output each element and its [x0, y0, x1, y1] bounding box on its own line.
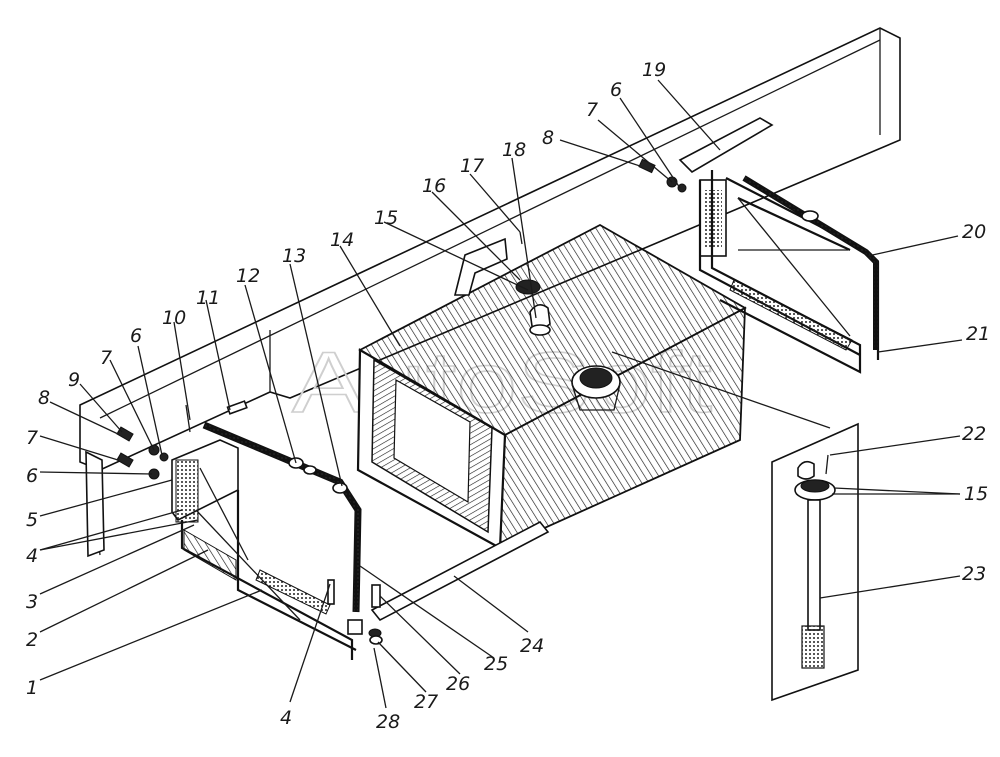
label-3: 3: [26, 591, 38, 613]
label-4: 4: [26, 545, 38, 567]
label-11: 11: [196, 287, 220, 309]
fuel-tank-body: [356, 223, 747, 550]
label-8: 8: [542, 127, 554, 149]
label-27: 27: [414, 691, 438, 713]
label-9: 9: [68, 369, 80, 391]
left-support-bracket: [85, 439, 357, 660]
label-6: 6: [130, 325, 142, 347]
label-7: 7: [26, 427, 38, 449]
label-25: 25: [484, 653, 508, 675]
label-24: 24: [520, 635, 544, 657]
label-28: 28: [376, 711, 400, 733]
left-strap: [202, 421, 363, 635]
label-16: 16: [422, 175, 446, 197]
support-strip: [370, 520, 550, 622]
label-6: 6: [610, 79, 622, 101]
label-23: 23: [962, 563, 986, 585]
leader-lines: [39, 79, 963, 709]
label-15: 15: [964, 483, 988, 505]
label-5: 5: [26, 509, 38, 531]
tank-bracket-middle: [453, 237, 508, 296]
label-14: 14: [330, 229, 354, 251]
right-strap: [742, 175, 879, 350]
label-15: 15: [374, 207, 398, 229]
label-18: 18: [502, 139, 526, 161]
label-19: 19: [642, 59, 666, 81]
label-8: 8: [38, 387, 50, 409]
label-7: 7: [100, 347, 112, 369]
label-17: 17: [460, 155, 484, 177]
label-2: 2: [26, 629, 38, 651]
filler-neck: [571, 365, 621, 411]
label-13: 13: [282, 245, 306, 267]
label-22: 22: [962, 423, 986, 445]
label-1: 1: [26, 677, 38, 699]
label-6: 6: [26, 465, 38, 487]
label-4: 4: [280, 707, 292, 729]
label-12: 12: [236, 265, 260, 287]
label-26: 26: [446, 673, 470, 695]
label-20: 20: [962, 221, 986, 243]
callout-labels: 1 2 3 4 5 6 7 8 9 7 6 10 11 12 13 14 15 …: [26, 59, 990, 733]
label-7: 7: [586, 99, 598, 121]
label-21: 21: [966, 323, 990, 345]
right-support-bracket: [678, 117, 880, 374]
fuel-level-sensor-panel: [771, 422, 859, 702]
label-10: 10: [162, 307, 186, 329]
